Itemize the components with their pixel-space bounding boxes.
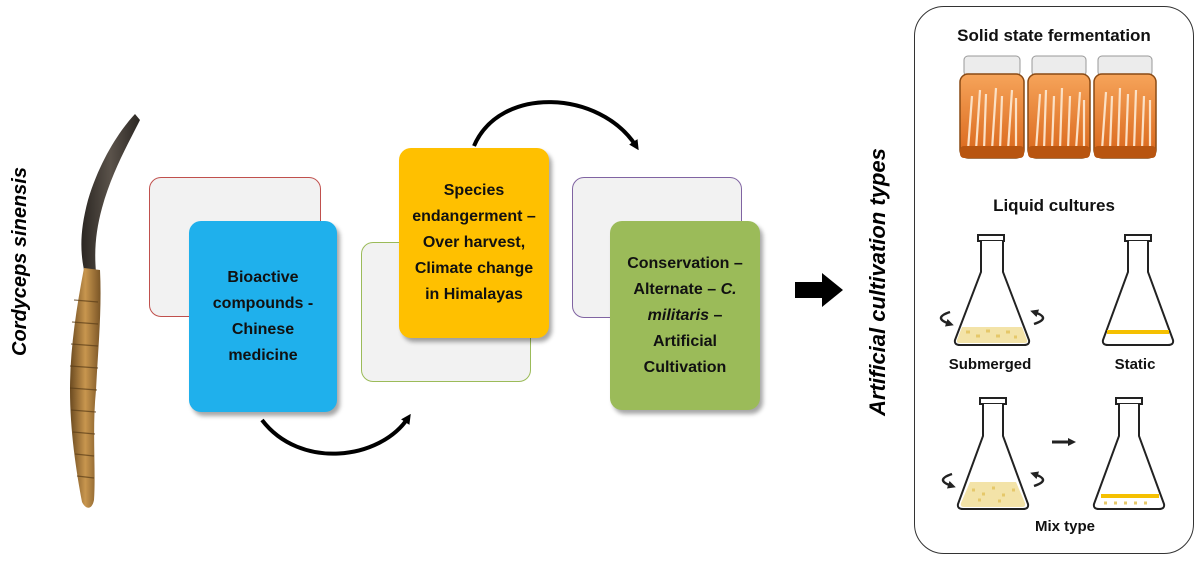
card3-species: militaris bbox=[647, 306, 709, 324]
card2-line: Over harvest, bbox=[422, 234, 526, 251]
flask-icon bbox=[956, 397, 1030, 510]
card2-front: Species endangerment – Over harvest, Cli… bbox=[399, 148, 549, 338]
static-label: Static bbox=[1114, 356, 1156, 373]
liquid-cultures-title: Liquid cultures bbox=[993, 196, 1115, 215]
card3-line: Artificial bbox=[652, 332, 717, 350]
flask-icon bbox=[953, 234, 1031, 346]
card3-text: – bbox=[709, 306, 723, 324]
card3-genus: C. bbox=[720, 280, 737, 298]
rotation-arrow-icon bbox=[941, 472, 956, 489]
rotation-arrow-icon bbox=[1030, 309, 1045, 326]
card3-line: militaris – bbox=[627, 303, 743, 329]
curved-arrow-icon bbox=[472, 100, 639, 151]
cordyceps-specimen-icon bbox=[69, 114, 140, 508]
card2-line: endangerment – bbox=[412, 208, 536, 225]
jar-icon bbox=[959, 55, 1025, 159]
card3-front: Conservation – Alternate – C. militaris … bbox=[610, 221, 760, 410]
card1-line: medicine bbox=[228, 346, 298, 364]
jar-icon bbox=[1027, 55, 1091, 159]
card3-text: Alternate – bbox=[633, 280, 721, 298]
card1-front: Bioactive compounds - Chinese medicine bbox=[189, 221, 337, 412]
card3-line: Cultivation bbox=[643, 358, 727, 376]
card1-line: compounds - bbox=[212, 294, 314, 312]
card2-line: in Himalayas bbox=[425, 286, 523, 303]
submerged-label: Submerged bbox=[948, 356, 1032, 373]
curved-arrow-icon bbox=[260, 413, 411, 456]
rotation-arrow-icon bbox=[1030, 471, 1045, 488]
right-arrow-icon bbox=[795, 273, 843, 307]
jar-icon bbox=[1093, 55, 1157, 159]
card1-line: Bioactive bbox=[227, 268, 299, 286]
flask-icon bbox=[1092, 397, 1166, 510]
card1-line: Chinese bbox=[231, 320, 295, 338]
mix-type-label: Mix type bbox=[1034, 518, 1095, 535]
solid-state-title: Solid state fermentation bbox=[957, 26, 1151, 45]
flask-icon bbox=[1101, 234, 1175, 346]
card3-line: Conservation – bbox=[627, 254, 743, 272]
card3-line: Alternate – C. bbox=[627, 277, 743, 303]
rotation-arrow-icon bbox=[939, 310, 954, 327]
card2-line: Species bbox=[443, 182, 505, 199]
card2-line: Climate change bbox=[414, 260, 534, 277]
